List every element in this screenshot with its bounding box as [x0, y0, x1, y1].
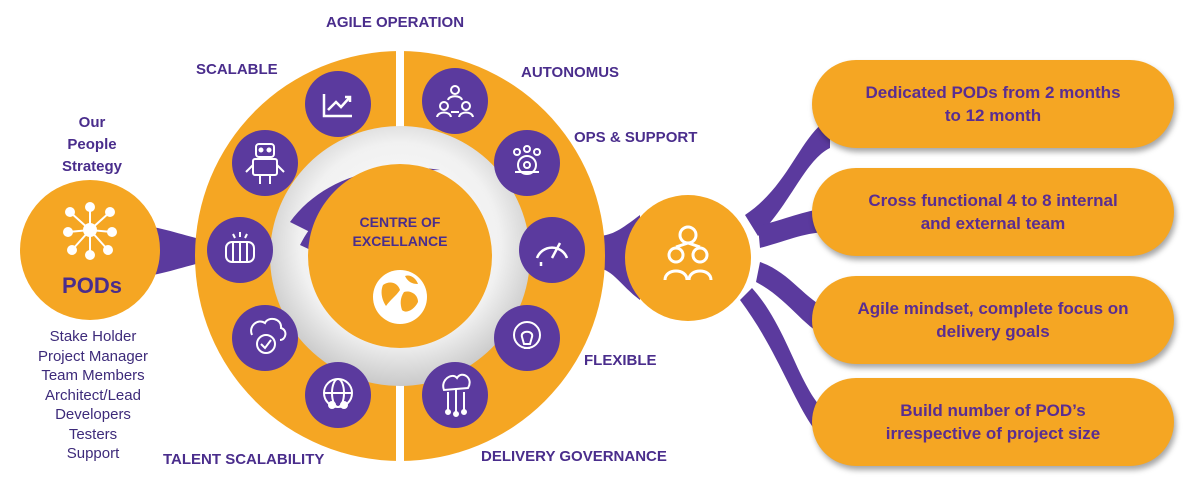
- team-node: [625, 195, 751, 321]
- ring-icon-circuit: [422, 362, 488, 428]
- centre-title: CENTRE OF EXCELLANCE: [318, 213, 482, 251]
- ring-icon-gauge: [519, 217, 585, 283]
- roles-list: Stake Holder Project Manager Team Member…: [18, 327, 168, 464]
- ring-icon-growth: [305, 71, 371, 137]
- cloud-check-icon: [250, 317, 287, 354]
- speed-gauge-icon: [535, 242, 569, 266]
- strategy-line-2: People: [67, 136, 117, 153]
- strategy-line-3: Strategy: [61, 158, 123, 175]
- network-hub-icon: [63, 202, 117, 260]
- growth-chart-icon: [322, 94, 352, 118]
- benefit-pill: Dedicated PODs from 2 months to 12 month: [812, 60, 1174, 148]
- role-item: Stake Holder: [49, 328, 137, 345]
- team-hierarchy-icon: [663, 225, 713, 281]
- role-item: Architect/Lead: [45, 386, 141, 404]
- role-item: Project Manager: [37, 347, 149, 365]
- pods-node: [20, 180, 160, 320]
- ring-icon-handshake: [207, 217, 273, 283]
- benefit-text: Cross functional 4 to 8 internal and exte…: [843, 189, 1143, 235]
- fan-connectors: [740, 118, 830, 445]
- benefit-line: Agile mindset, complete focus on: [857, 299, 1129, 318]
- benefit-text: Build number of POD’s irrespective of pro…: [843, 399, 1143, 445]
- benefit-text: Dedicated PODs from 2 months to 12 month: [843, 81, 1143, 127]
- label-autonomus: AUTONOMUS: [521, 64, 620, 81]
- label-ops-support: OPS & SUPPORT: [574, 129, 698, 146]
- strategy-heading: Our People Strategy: [40, 112, 144, 178]
- role-item: Support: [66, 445, 120, 462]
- team-meeting-icon: [436, 85, 474, 118]
- centre-line-1: CENTRE OF: [359, 214, 441, 230]
- label-delivery-governance: DELIVERY GOVERNANCE: [481, 448, 667, 465]
- benefit-line: delivery goals: [936, 322, 1050, 341]
- pods-label: PODs: [62, 273, 122, 298]
- ring-icon-globe-team: [305, 362, 371, 428]
- gear-team-icon: [513, 145, 541, 175]
- role-item: Team Members: [41, 367, 145, 384]
- benefit-text: Agile mindset, complete focus on delivery…: [843, 297, 1143, 343]
- centre-circle: [308, 164, 492, 348]
- benefit-pill: Build number of POD’s irrespective of pro…: [812, 378, 1174, 466]
- centre-line-2: EXCELLANCE: [352, 233, 448, 249]
- benefit-line: Cross functional 4 to 8 internal: [868, 191, 1118, 210]
- benefit-line: irrespective of project size: [885, 424, 1101, 443]
- benefit-pill: Agile mindset, complete focus on delivery…: [812, 276, 1174, 364]
- strategy-line-1: Our: [78, 114, 106, 131]
- label-flexible: FLEXIBLE: [584, 352, 657, 369]
- globe-icon: [373, 270, 427, 324]
- label-agile-operation: AGILE OPERATION: [326, 14, 465, 31]
- role-item: Testers: [68, 425, 118, 443]
- ring-icon-meeting: [422, 68, 488, 134]
- robot-icon: [245, 143, 285, 184]
- ring-icon-gear-team: [494, 130, 560, 196]
- benefit-line: and external team: [920, 214, 1066, 233]
- ring-icon-cloud: [232, 305, 298, 371]
- global-team-icon: [323, 378, 353, 409]
- label-talent-scalability: TALENT SCALABILITY: [163, 451, 325, 468]
- idea-bulb-icon: [513, 321, 541, 349]
- circuit-tree-icon: [442, 373, 471, 417]
- role-item: Developers: [55, 406, 131, 423]
- benefit-line: Build number of POD’s: [900, 401, 1086, 420]
- ring-icon-robot: [232, 130, 298, 196]
- handshake-icon: [225, 232, 255, 263]
- ring-icon-idea: [494, 305, 560, 371]
- benefit-pill: Cross functional 4 to 8 internal and exte…: [812, 168, 1174, 256]
- benefit-line: Dedicated PODs from 2 months: [865, 83, 1121, 102]
- benefit-line: to 12 month: [944, 106, 1042, 125]
- label-scalable: SCALABLE: [196, 61, 278, 78]
